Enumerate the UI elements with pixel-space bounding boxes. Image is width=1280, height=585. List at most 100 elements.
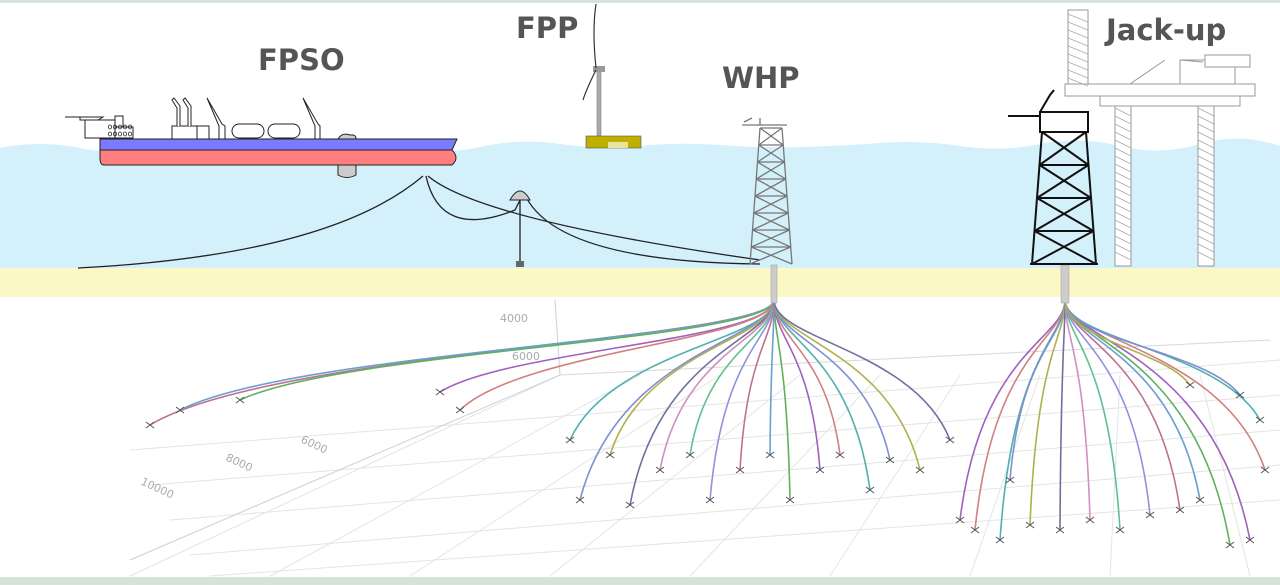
well-path [239, 299, 775, 401]
sea [0, 138, 1280, 272]
grid-line [189, 464, 1280, 556]
leg-brace [1197, 123, 1215, 133]
jacket-brace [1041, 131, 1090, 166]
well-target-marker [235, 396, 245, 404]
well-target-marker [1255, 416, 1265, 424]
whp-brace [758, 144, 785, 163]
well-path [1029, 299, 1066, 526]
well-trajectory-plot: 4000 6000 6000 8000 10000 [129, 299, 1280, 577]
leg-brace [1197, 139, 1215, 149]
well-target-marker [1245, 536, 1255, 544]
grid-line [549, 374, 801, 577]
tick-horizontal-8000: 8000 [224, 451, 255, 475]
riser-left [77, 175, 424, 269]
leg-brace [1197, 179, 1215, 189]
well-target-marker [1260, 466, 1270, 474]
leg-brace [1114, 147, 1132, 157]
leg-brace [1197, 227, 1215, 237]
well-target-marker [1195, 496, 1205, 504]
leg-brace [1114, 107, 1132, 117]
leg-brace [1197, 171, 1215, 181]
well-target-marker [1235, 391, 1245, 399]
well-target-marker [1225, 541, 1235, 549]
whp-brace [758, 127, 783, 146]
derrick-brace [1067, 21, 1089, 31]
well-target-marker [455, 406, 465, 414]
seabed [0, 268, 1280, 297]
whp-brace [750, 229, 790, 248]
well-target-marker [915, 466, 925, 474]
label-whp: WHP [722, 61, 800, 95]
leg-brace [1114, 123, 1132, 133]
leg-brace [1114, 251, 1132, 261]
leg-brace [1197, 203, 1215, 213]
whp-brace [752, 212, 789, 231]
grid-line [209, 499, 1280, 577]
well-target-marker [565, 436, 575, 444]
leg-brace [1197, 243, 1215, 253]
well-target-marker [945, 436, 955, 444]
riser-direct-whp [427, 175, 761, 261]
leg-brace [1197, 195, 1215, 205]
leg-brace [1114, 219, 1132, 229]
well-target-marker [765, 451, 775, 459]
frame-top [0, 0, 1280, 3]
whp-brace [757, 144, 784, 163]
well-target-marker [175, 406, 185, 414]
fpso-portholes [108, 124, 132, 137]
jacket-brace [1033, 197, 1092, 232]
whp-conductors [770, 264, 778, 304]
grid-line [129, 374, 561, 577]
well-target-marker [1025, 521, 1035, 529]
whp-brace [759, 127, 784, 146]
well-path [709, 299, 775, 501]
well-path [773, 299, 791, 501]
well-target-marker [685, 451, 695, 459]
leg-brace [1197, 115, 1215, 125]
well-target-marker [995, 536, 1005, 544]
tick-vertical-4000: 4000 [500, 312, 528, 325]
well-target-marker [1175, 506, 1185, 514]
well-target-marker [625, 501, 635, 509]
label-fpso: FPSO [258, 43, 345, 77]
well-target-marker [865, 486, 875, 494]
well-target-marker [435, 388, 445, 396]
leg-brace [1114, 243, 1132, 253]
fpp-turbine [582, 3, 642, 149]
whp-brace [755, 161, 785, 180]
leg-brace [1197, 131, 1215, 141]
leg-brace [1114, 131, 1132, 141]
leg-brace [1197, 251, 1215, 261]
well-path [773, 299, 891, 461]
well-target-marker [1115, 526, 1125, 534]
derrick-brace [1067, 77, 1089, 87]
leg-brace [1197, 163, 1215, 173]
well-target-marker [575, 496, 585, 504]
jackup-conductors [1060, 264, 1070, 304]
leg-brace [1114, 163, 1132, 173]
plot-axis-vertical [554, 299, 561, 376]
well-path [1064, 299, 1091, 521]
well-paths [145, 299, 1270, 549]
jacket-brace [1031, 230, 1094, 265]
fpso-vessel [65, 97, 458, 178]
leg-brace [1197, 235, 1215, 245]
well-path [739, 299, 775, 471]
well-target-marker [1085, 516, 1095, 524]
well-target-marker [1055, 526, 1065, 534]
well-path [999, 299, 1066, 541]
leg-brace [1197, 155, 1215, 165]
well-path [459, 299, 775, 411]
whp-platform [742, 117, 793, 265]
derrick-brace [1067, 45, 1089, 55]
leg-brace [1114, 187, 1132, 197]
well-path [629, 299, 775, 506]
jacket-brace [1036, 164, 1090, 199]
derrick-brace [1067, 29, 1089, 39]
grid-line [969, 374, 1041, 577]
derrick-brace [1067, 53, 1089, 63]
tick-horizontal-6000: 6000 [299, 433, 330, 457]
whp-brace [749, 246, 792, 265]
well-path [1064, 299, 1201, 501]
